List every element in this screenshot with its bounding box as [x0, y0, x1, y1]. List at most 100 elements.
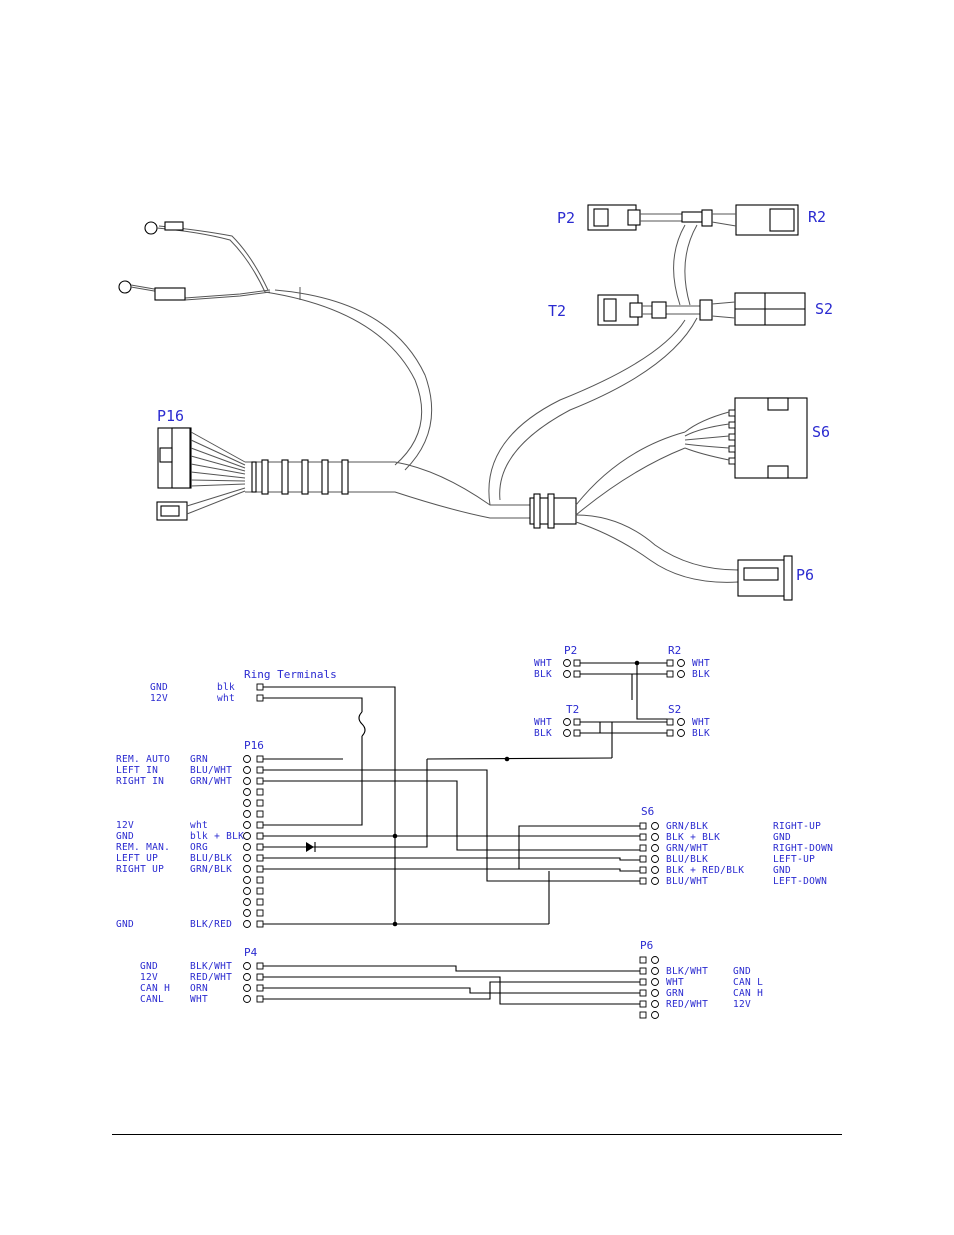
p4-pin-3 — [243, 984, 251, 992]
s6-terminal-E — [639, 866, 647, 874]
junction-sleeve — [529, 493, 577, 529]
p6-row-5-color: RED/WHT — [666, 999, 708, 1010]
p6-terminal-1 — [639, 956, 647, 964]
p16-terminal-16 — [256, 920, 264, 928]
p16-pin-15 — [243, 909, 251, 917]
r2-row-2-color: BLK — [692, 669, 710, 680]
p16-row-9-function: REM. MAN. — [116, 842, 170, 853]
p4-terminal-4 — [256, 995, 264, 1003]
ring-terminal-1 — [144, 221, 158, 235]
s6-row-1-function: RIGHT-UP — [773, 821, 821, 832]
t2-row-1-color: WHT — [534, 717, 552, 728]
p6-pin-6 — [651, 1011, 659, 1019]
p4-row-4-color: WHT — [190, 994, 208, 1005]
p16-row-2-color: BLU/WHT — [190, 765, 232, 776]
p4-row-1-color: BLK/WHT — [190, 961, 232, 972]
p4-row-1-function: GND — [140, 961, 158, 972]
p4-row-3-function: CAN H — [140, 983, 170, 994]
p4-row-3-color: ORN — [190, 983, 208, 994]
p16-row-11-color: GRN/BLK — [190, 864, 232, 875]
harness-label-p2: P2 — [557, 209, 575, 227]
ring-row-1-color: blk — [217, 682, 235, 693]
p6-row-3-color: WHT — [666, 977, 684, 988]
s6-connector — [575, 397, 808, 516]
p6-terminal-5 — [639, 1000, 647, 1008]
p2-row-2-color: BLK — [534, 669, 552, 680]
p16-pin-8 — [243, 832, 251, 840]
p16-terminal-3 — [256, 777, 264, 785]
schematic-wires — [263, 660, 667, 1005]
p16-terminal-9 — [256, 843, 264, 851]
s6-pin-D — [651, 855, 659, 863]
p6-terminal-6 — [639, 1011, 647, 1019]
s6-terminal-C — [639, 844, 647, 852]
p16-terminal-13 — [256, 887, 264, 895]
p6-terminal-2 — [639, 967, 647, 975]
p16-row-2-function: LEFT IN — [116, 765, 158, 776]
s6-terminal-D — [639, 855, 647, 863]
r2-row-1-color: WHT — [692, 658, 710, 669]
p16-row-1-color: GRN — [190, 754, 208, 765]
s6-row-1-color: GRN/BLK — [666, 821, 708, 832]
ring-terminal-2 — [118, 280, 132, 294]
p6-pin-2 — [651, 967, 659, 975]
s6-title: S6 — [641, 805, 654, 818]
p6-pin-3 — [651, 978, 659, 986]
schematic: Ring Terminals GND blk 12V wht P16 REM. … — [116, 644, 833, 1019]
t2-row-2-color: BLK — [534, 728, 552, 739]
p16-terminal-11 — [256, 865, 264, 873]
p4-row-2-function: 12V — [140, 972, 158, 983]
s2-row-1-color: WHT — [692, 717, 710, 728]
s6-row-2-function: GND — [773, 832, 791, 843]
p16-connector — [156, 427, 246, 521]
p16-pin-3 — [243, 777, 251, 785]
s6-row-4-function: LEFT-UP — [773, 854, 815, 865]
p16-row-9-color: ORG — [190, 842, 208, 853]
t2-connector — [597, 294, 700, 326]
p16-terminal-15 — [256, 909, 264, 917]
p16-row-7-function: 12V — [116, 820, 134, 831]
p16-pin-2 — [243, 766, 251, 774]
r2-connector — [701, 204, 799, 236]
p6-terminal-4 — [639, 989, 647, 997]
s2-connector — [699, 292, 806, 326]
harness-label-t2: T2 — [548, 302, 566, 320]
p4-terminal-2 — [256, 973, 264, 981]
p16-row-3-function: RIGHT IN — [116, 776, 164, 787]
ring-row-2-color: wht — [217, 693, 235, 704]
p16-pin-14 — [243, 898, 251, 906]
p6-row-3-function: CAN L — [733, 977, 763, 988]
s6-pin-F — [651, 877, 659, 885]
branch-upper — [488, 319, 686, 506]
harness-drawing — [118, 204, 808, 601]
p16-pin-9 — [243, 843, 251, 851]
s6-terminal-B — [639, 833, 647, 841]
p16-terminal-4 — [256, 788, 264, 796]
s6-pin-A — [651, 822, 659, 830]
p6-row-5-function: 12V — [733, 999, 751, 1010]
p6-pin-4 — [651, 989, 659, 997]
p16-terminal-6 — [256, 810, 264, 818]
s6-pin-C — [651, 844, 659, 852]
s6-row-5-color: BLK + RED/BLK — [666, 865, 744, 876]
s2-title: S2 — [668, 703, 681, 716]
ring-pin-1 — [256, 683, 264, 691]
p6-row-4-color: GRN — [666, 988, 684, 999]
p2-title: P2 — [564, 644, 577, 657]
p6-pin-1 — [651, 956, 659, 964]
p16-pin-16 — [243, 920, 251, 928]
p16-row-10-function: LEFT UP — [116, 853, 158, 864]
t2-title: T2 — [566, 703, 579, 716]
p4-row-2-color: RED/WHT — [190, 972, 232, 983]
p4-pin-1 — [243, 962, 251, 970]
harness-label-s6: S6 — [812, 423, 830, 441]
p16-pin-12 — [243, 876, 251, 884]
p4-terminal-3 — [256, 984, 264, 992]
p16-terminal-2 — [256, 766, 264, 774]
p16-bundle — [245, 459, 530, 519]
p4-pin-2 — [243, 973, 251, 981]
p16-terminal-14 — [256, 898, 264, 906]
harness-label-p6: P6 — [796, 566, 814, 584]
